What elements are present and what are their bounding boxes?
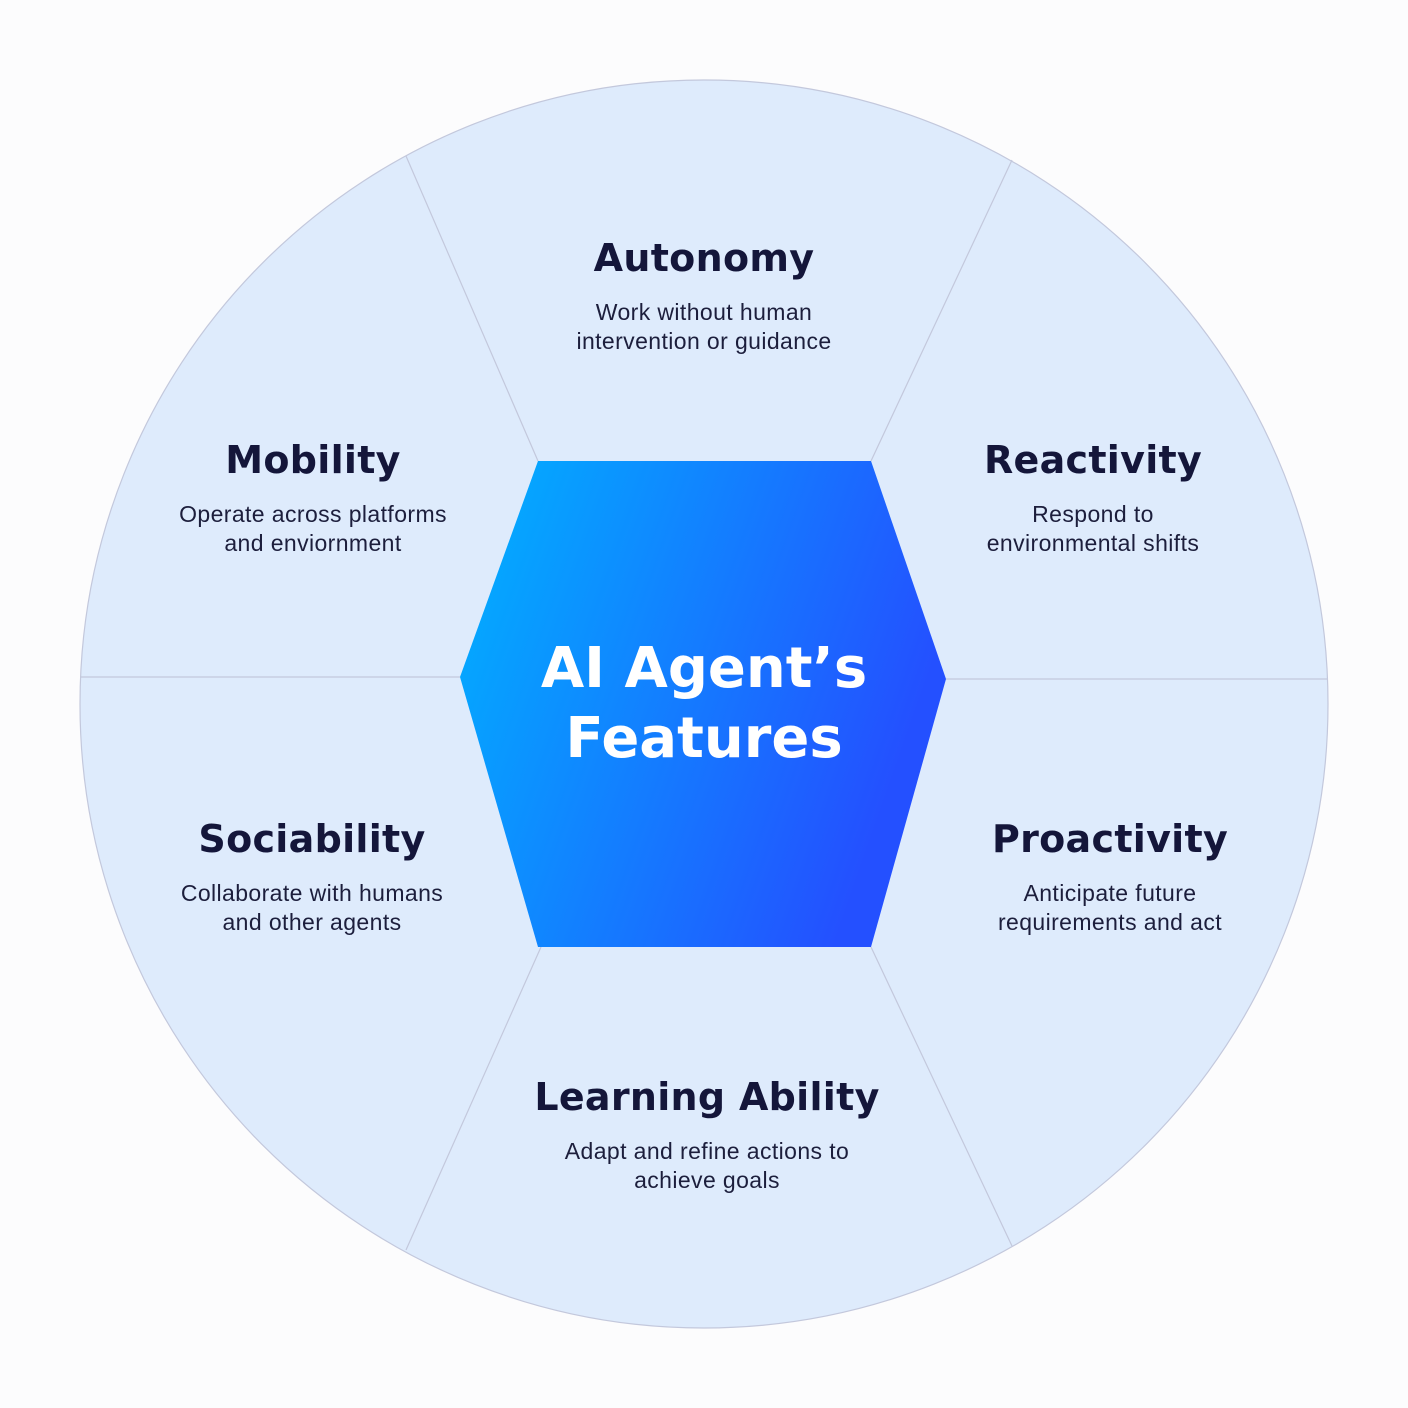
center-title: AI Agent’s Features xyxy=(540,636,868,771)
feature-title: Proactivity xyxy=(991,817,1229,861)
feature-description: Adapt and refine actions to achieve goal… xyxy=(564,1138,850,1193)
feature-reactivity: Reactivity Respond to environmental shif… xyxy=(883,438,1303,558)
feature-proactivity: Proactivity Anticipate future requiremen… xyxy=(900,817,1320,937)
feature-title: Reactivity xyxy=(983,438,1203,482)
feature-mobility: Mobility Operate across platforms and en… xyxy=(103,438,523,558)
divider-top-right xyxy=(870,159,1013,462)
feature-title: Learning Ability xyxy=(534,1075,880,1119)
feature-description: Anticipate future requirements and act xyxy=(997,880,1223,935)
feature-description: Collaborate with humans and other agents xyxy=(180,880,444,935)
divider-top-left xyxy=(405,155,539,462)
divider-bottom-left xyxy=(405,946,542,1251)
center-hexagon xyxy=(460,461,946,947)
feature-description: Work without human intervention or guida… xyxy=(576,299,832,354)
feature-title: Sociability xyxy=(198,817,426,861)
feature-description: Operate across platforms and enviornment xyxy=(179,501,447,556)
feature-title: Mobility xyxy=(225,438,401,482)
feature-description: Respond to environmental shifts xyxy=(986,501,1200,556)
feature-autonomy: Autonomy Work without human intervention… xyxy=(494,236,914,356)
divider-bottom-right xyxy=(870,946,1013,1247)
feature-learning-ability: Learning Ability Adapt and refine action… xyxy=(497,1075,917,1195)
segment-dividers xyxy=(80,155,1328,1251)
feature-sociability: Sociability Collaborate with humans and … xyxy=(102,817,522,937)
feature-title: Autonomy xyxy=(593,236,815,280)
